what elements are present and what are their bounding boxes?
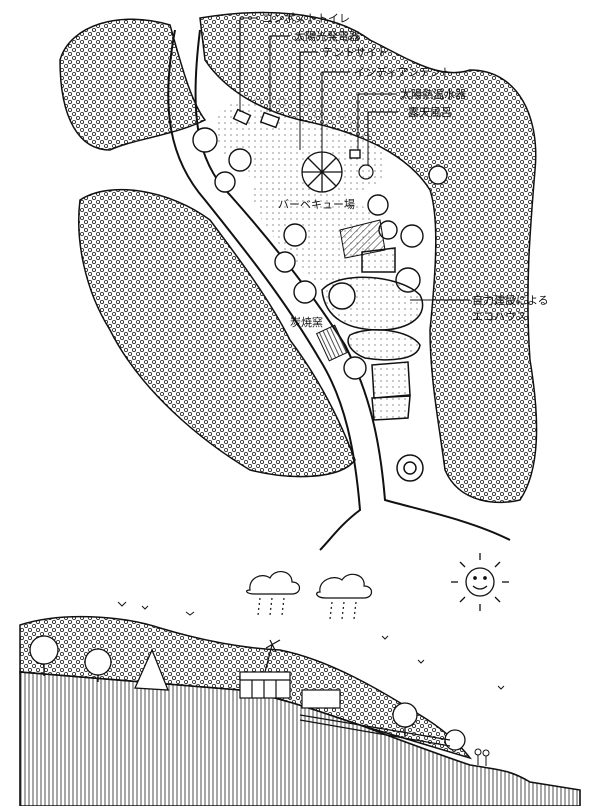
teepee-section bbox=[134, 648, 169, 691]
plan-view: コンポストトイレ 太陽光発電器 テントサイト インディアンテント 太陽熱温水器 … bbox=[59, 11, 549, 551]
eco-house-section bbox=[239, 639, 451, 747]
charcoal-kiln-plan bbox=[315, 324, 349, 362]
forest-upper-right bbox=[199, 11, 538, 504]
section-view bbox=[19, 553, 581, 806]
facility-markers bbox=[232, 108, 361, 159]
forest-top-left bbox=[59, 18, 207, 151]
label-eco-house-line2: エコハウス bbox=[472, 310, 527, 323]
camp-lawn bbox=[250, 184, 374, 286]
indian-tent-plan bbox=[301, 151, 343, 193]
label-charcoal-kiln: 炭焼窯 bbox=[290, 315, 323, 329]
label-tent-site: テントサイト bbox=[322, 46, 388, 59]
label-compost-toilet: コンポストトイレ bbox=[262, 12, 350, 25]
rain-cloud-icon bbox=[245, 571, 373, 620]
smiling-sun-icon bbox=[451, 553, 509, 611]
label-eco-house-line1: 自力建設による bbox=[472, 293, 549, 307]
label-outdoor-bath: 露天風呂 bbox=[408, 106, 452, 119]
leader-lines bbox=[239, 17, 470, 301]
eco-house-plan bbox=[321, 247, 424, 482]
label-indian-tent: インディアンテント bbox=[354, 65, 452, 79]
plan-trees bbox=[192, 127, 448, 380]
label-bbq-area: バーベキュー場 bbox=[278, 198, 355, 211]
people-figures bbox=[474, 748, 490, 766]
section-trees bbox=[29, 635, 466, 751]
label-solar-generator: 太陽光発電器 bbox=[294, 29, 360, 43]
label-solar-water-heater: 太陽熱温水器 bbox=[400, 88, 466, 101]
birds bbox=[117, 601, 505, 690]
clearing bbox=[215, 97, 387, 198]
outdoor-bath-plan bbox=[358, 164, 374, 180]
